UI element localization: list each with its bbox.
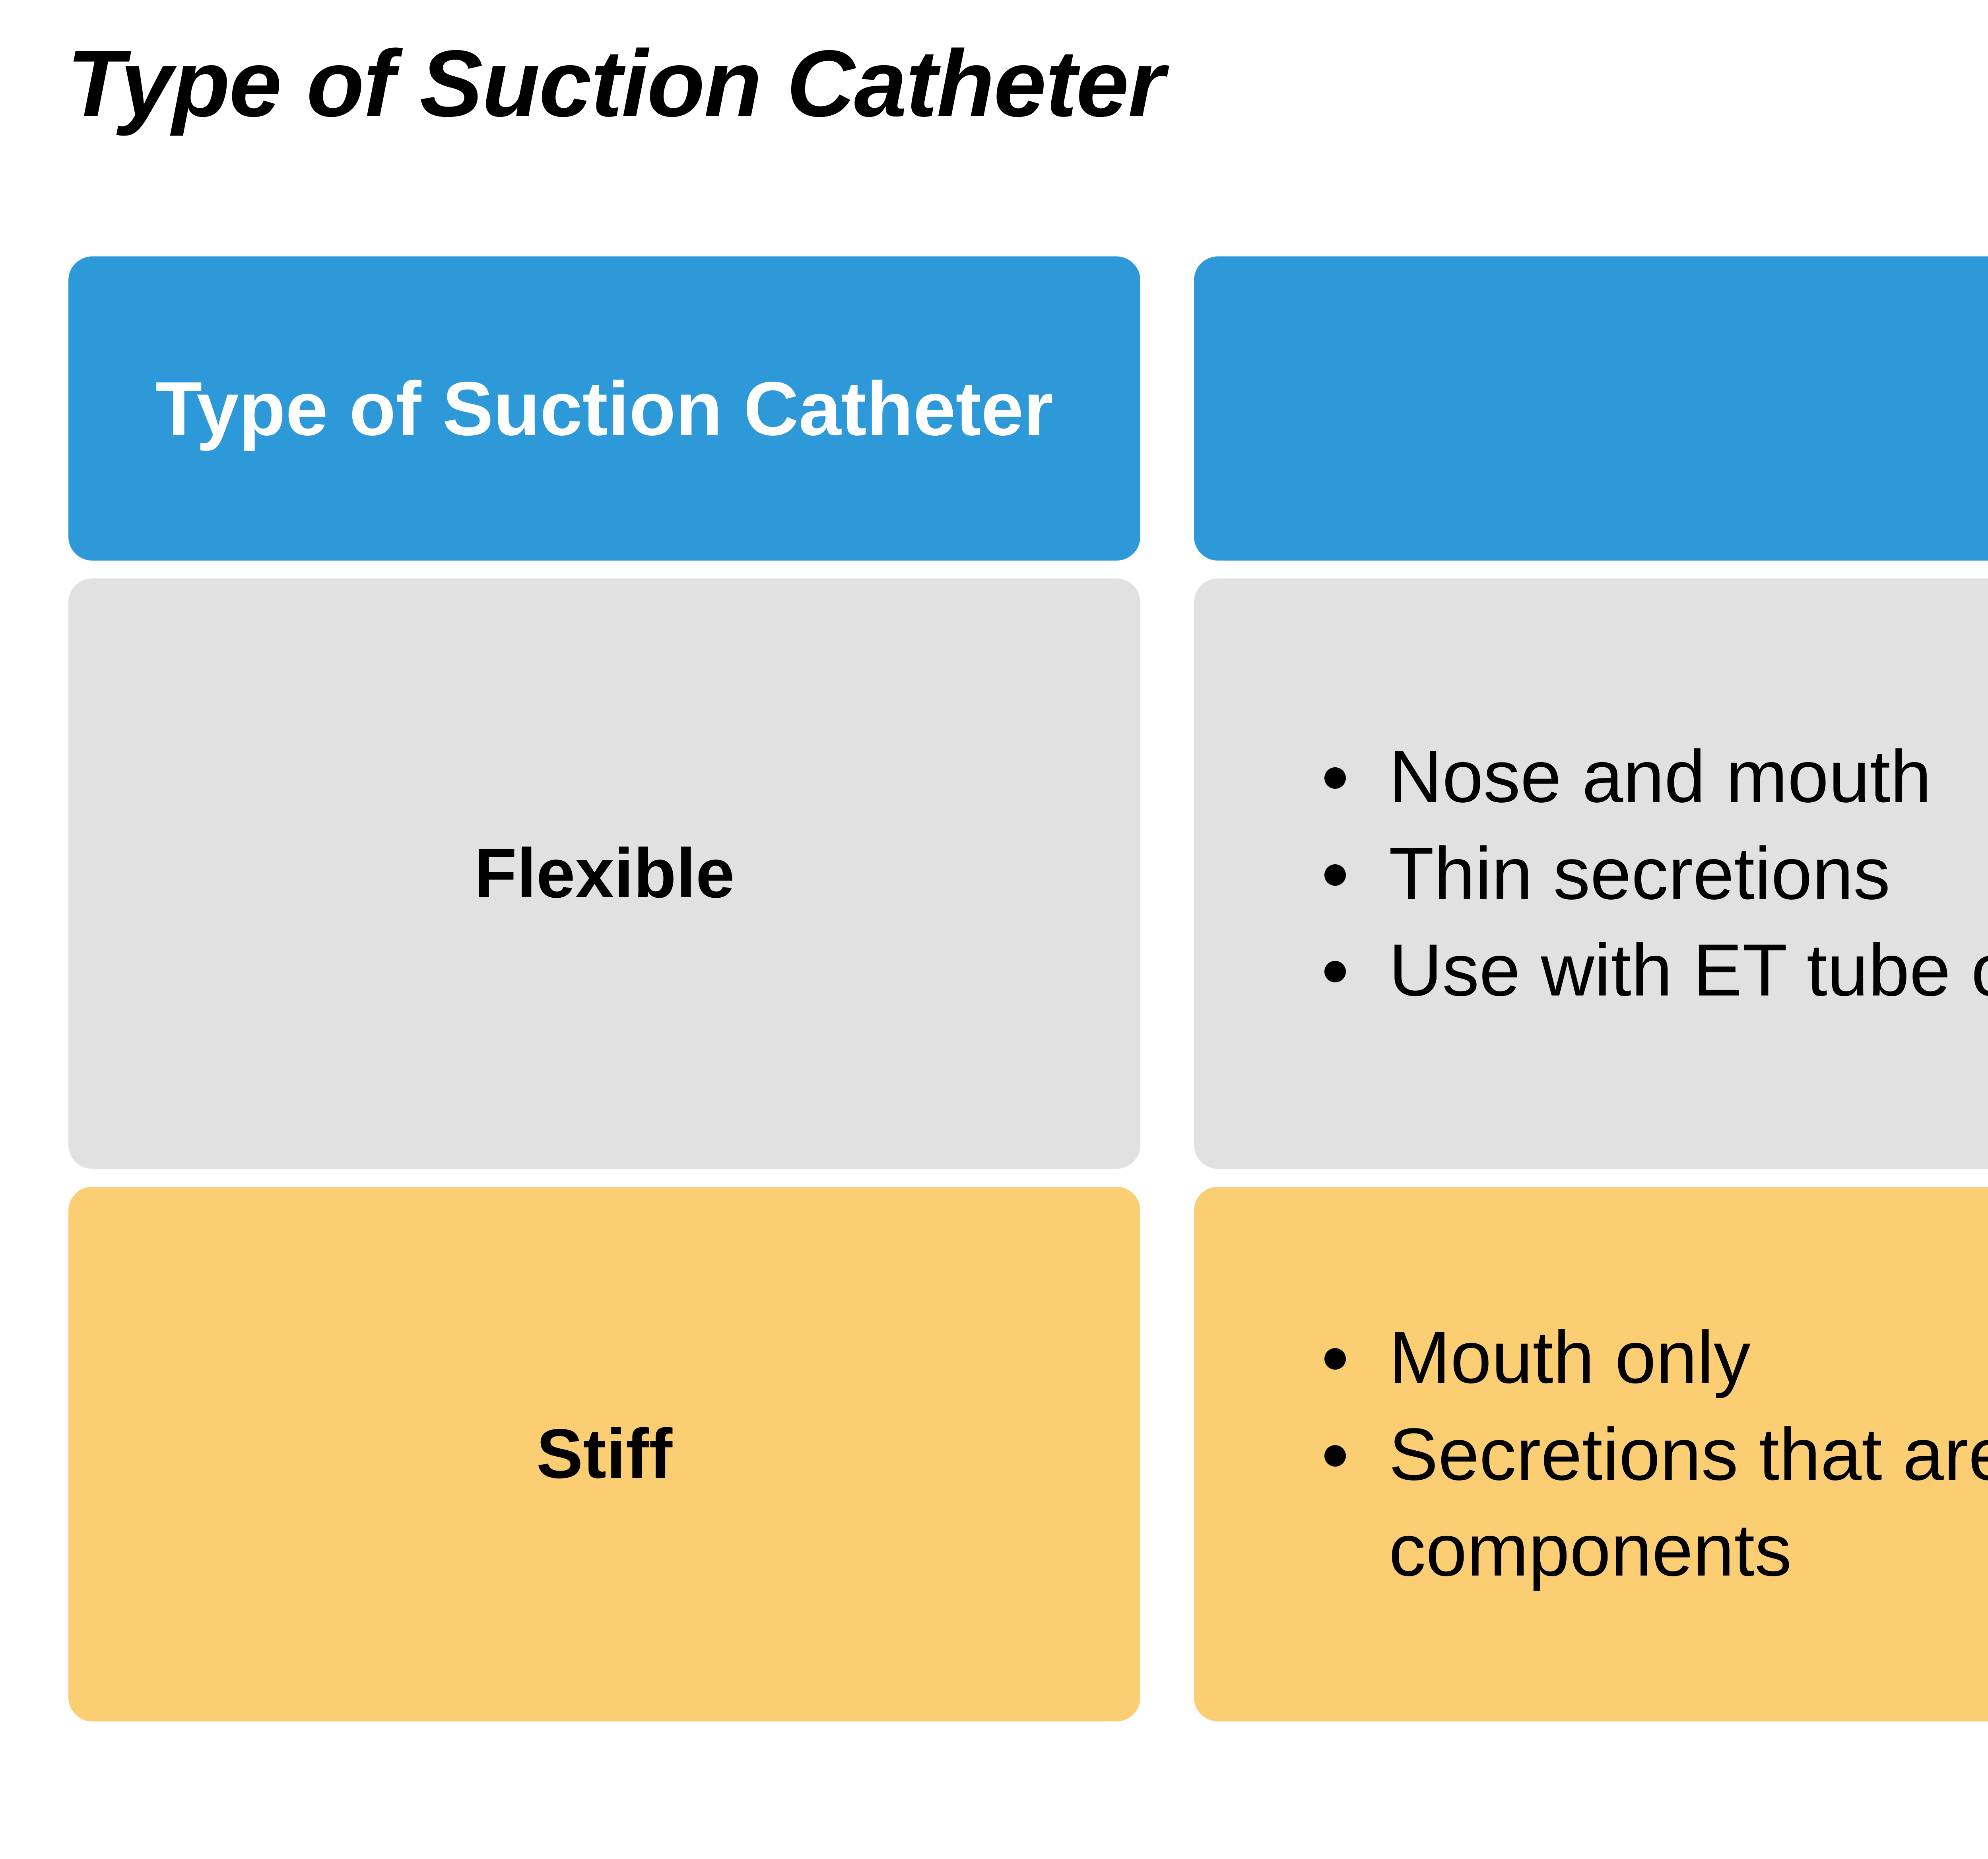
header-cell-uses: Uses xyxy=(1194,256,1988,561)
uses-list-flexible: Nose and mouth Thin secretions Use with … xyxy=(1194,729,1988,1019)
catheter-type-label-stiff: Stiff xyxy=(536,1415,673,1493)
list-item-text: Nose and mouth xyxy=(1389,735,1932,818)
table-row-stiff: Stiff Mouth only Secretions that are thi… xyxy=(68,1187,1988,1721)
cell-uses-stiff: Mouth only Secretions that are thick or … xyxy=(1194,1187,1988,1721)
list-item: Thin secretions xyxy=(1320,826,1988,922)
cell-catheter-type-flexible: Flexible xyxy=(68,578,1140,1169)
bullet-dot-icon xyxy=(1324,864,1346,886)
list-item: Mouth only xyxy=(1320,1310,1988,1406)
list-item-text: Secretions that are thick or have solid … xyxy=(1389,1413,1988,1592)
header-cell-type: Type of Suction Catheter xyxy=(68,256,1140,561)
cell-uses-flexible: Nose and mouth Thin secretions Use with … xyxy=(1194,578,1988,1169)
list-item: Use with ET tube or NPA xyxy=(1320,922,1988,1019)
list-item-text: Thin secretions xyxy=(1389,832,1891,915)
comparison-table: Type of Suction Catheter Uses Flexible N… xyxy=(68,256,1988,1721)
bullet-dot-icon xyxy=(1324,1445,1346,1467)
list-item-text: Use with ET tube or NPA xyxy=(1389,929,1988,1012)
cell-catheter-type-stiff: Stiff xyxy=(68,1187,1140,1721)
header-label-type: Type of Suction Catheter xyxy=(155,365,1053,451)
bullet-dot-icon xyxy=(1324,1348,1346,1370)
catheter-type-label-flexible: Flexible xyxy=(474,834,735,912)
bullet-dot-icon xyxy=(1324,961,1346,983)
uses-list-stiff: Mouth only Secretions that are thick or … xyxy=(1194,1310,1988,1599)
list-item: Nose and mouth xyxy=(1320,729,1988,825)
table-header-row: Type of Suction Catheter Uses xyxy=(68,256,1988,561)
list-item: Secretions that are thick or have solid … xyxy=(1320,1407,1988,1599)
page-title: Type of Suction Catheter xyxy=(67,31,1165,136)
list-item-text: Mouth only xyxy=(1389,1316,1751,1399)
table-row-flexible: Flexible Nose and mouth Thin secretions … xyxy=(68,578,1988,1169)
bullet-dot-icon xyxy=(1324,767,1346,789)
